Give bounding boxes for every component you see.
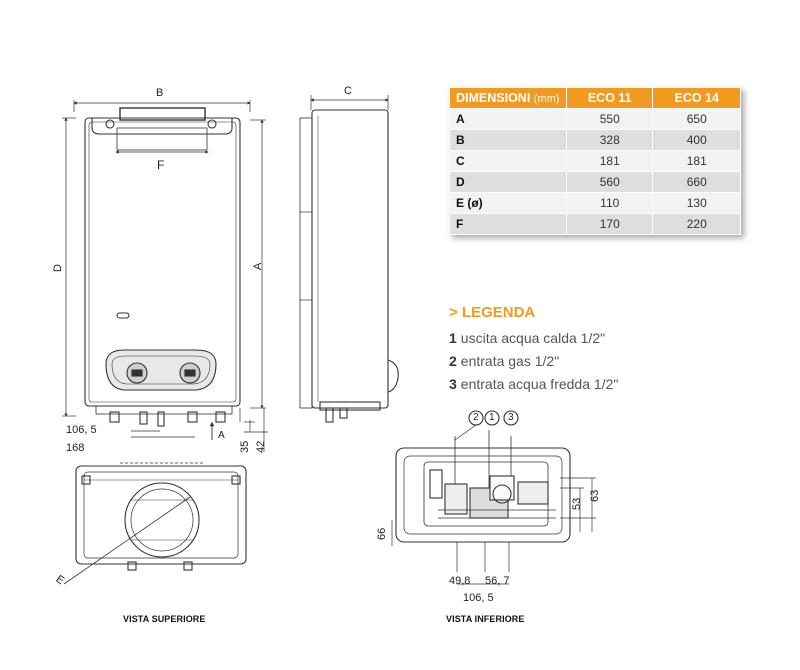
dimensions-table: DIMENSIONI (mm) ECO 11 ECO 14 A 550 650 …	[449, 87, 741, 235]
table-cell-key: E (ø)	[449, 192, 567, 214]
table-cell-key: C	[449, 150, 567, 172]
table-row: B 328 400	[449, 129, 741, 151]
dim-label-c: C	[344, 85, 352, 97]
dim-label-d: D	[52, 264, 64, 272]
front-view	[62, 100, 268, 452]
top-view	[63, 462, 247, 585]
dim-label-f: F	[157, 158, 165, 172]
legend-item-text: uscita acqua calda 1/2"	[460, 330, 606, 346]
table-cell-eco14: 220	[652, 213, 741, 235]
table-cell-eco11: 170	[565, 213, 654, 235]
table-row: C 181 181	[449, 150, 741, 172]
bottom-view	[391, 410, 596, 585]
table-cell-key: B	[449, 129, 567, 151]
circle-label-1: 1	[489, 412, 495, 423]
table-header-row: DIMENSIONI (mm) ECO 11 ECO 14	[449, 87, 741, 109]
legend-item-number: 3	[449, 376, 457, 392]
table-cell-key: F	[449, 213, 567, 235]
legend-item-text: entrata gas 1/2"	[460, 353, 560, 369]
table-row: D 560 660	[449, 171, 741, 193]
table-cell-eco14: 400	[652, 129, 741, 151]
table-row: A 550 650	[449, 108, 741, 130]
table-cell-eco11: 550	[565, 108, 654, 130]
side-view	[299, 95, 399, 423]
legend-item-number: 1	[449, 330, 457, 346]
dim-label-53: 53	[571, 497, 583, 510]
dim-label-106-5-bottom: 106, 5	[463, 592, 494, 604]
table-header-eco11: ECO 11	[565, 87, 654, 109]
legend-item-text: entrata acqua fredda 1/2"	[460, 376, 619, 392]
table-cell-eco11: 328	[565, 129, 654, 151]
table-header-unit: (mm)	[533, 93, 560, 105]
table-cell-key: A	[449, 108, 567, 130]
dim-label-42: 42	[255, 440, 267, 453]
table-cell-eco14: 181	[652, 150, 741, 172]
table-cell-eco14: 130	[652, 192, 741, 214]
table-cell-eco11: 110	[565, 192, 654, 214]
caption-top-view: VISTA SUPERIORE	[123, 614, 206, 624]
table-cell-eco14: 650	[652, 108, 741, 130]
dim-label-56-7: 56, 7	[485, 575, 510, 587]
dim-label-a: A	[252, 262, 264, 270]
circle-label-2: 2	[473, 412, 479, 423]
dim-label-49-8: 49,8	[449, 575, 471, 587]
dim-label-b: B	[156, 87, 164, 99]
table-cell-eco11: 181	[565, 150, 654, 172]
table-header-eco14: ECO 14	[652, 87, 741, 109]
circle-label-3: 3	[508, 412, 514, 423]
legend-title: > LEGENDA	[449, 304, 536, 321]
table-cell-eco11: 560	[565, 171, 654, 193]
table-row: E (ø) 110 130	[449, 192, 741, 214]
table-cell-eco14: 660	[652, 171, 741, 193]
caption-bottom-view: VISTA INFERIORE	[446, 614, 525, 624]
table-header-title: DIMENSIONI (mm)	[449, 87, 567, 109]
arrow-label-a: A	[218, 430, 225, 441]
dim-label-63: 63	[589, 489, 601, 502]
table-header-label: DIMENSIONI	[456, 91, 531, 105]
table-cell-key: D	[449, 171, 567, 193]
legend-item-number: 2	[449, 353, 457, 369]
dim-label-35: 35	[239, 440, 251, 453]
dim-label-168: 168	[66, 442, 85, 454]
dim-label-66: 66	[376, 527, 388, 540]
dim-label-106-5: 106, 5	[66, 424, 97, 436]
table-row: F 170 220	[449, 213, 741, 235]
